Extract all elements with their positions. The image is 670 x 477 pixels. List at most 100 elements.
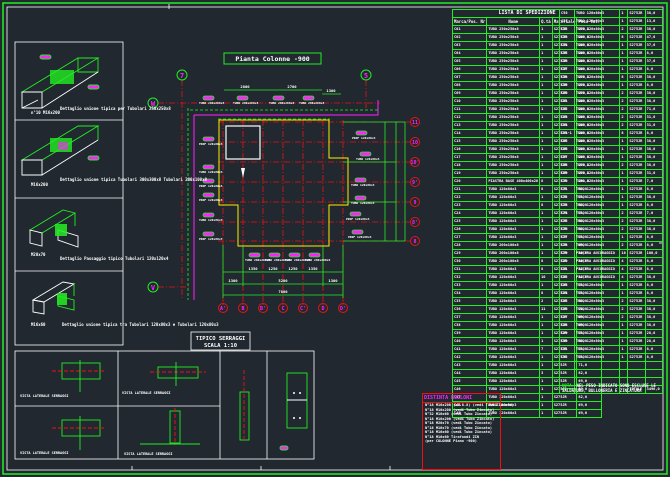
- svg-text:VISTA LATERALE SERRAGGI: VISTA LATERALE SERRAGGI: [124, 452, 172, 456]
- svg-text:Dettaglio unione tipica per Tu: Dettaglio unione tipica per Tubolari 250…: [60, 106, 171, 111]
- table-cell: 2: [619, 97, 629, 106]
- table-cell: 13,0: [644, 17, 664, 26]
- grid-bubble-C: C: [278, 303, 288, 313]
- table-cell: C22: [451, 193, 488, 202]
- table-cell: 37,0: [644, 41, 664, 50]
- grid-bubble-9: 9: [410, 197, 420, 207]
- table-cell: C27: [451, 233, 488, 242]
- table-cell: C05: [451, 57, 488, 66]
- table-cell: TUBO 120x80x3: [486, 201, 541, 210]
- table-cell: TUBO 120x80x3: [486, 281, 541, 290]
- table-cell: TUBO 250x250x8: [486, 25, 541, 34]
- table-cell: C67: [559, 153, 575, 162]
- table-cell: 8,0: [644, 241, 664, 250]
- table-cell: C50: [559, 9, 575, 18]
- grid-bubble-5: 5: [360, 69, 372, 81]
- table-cell: S275JR: [627, 209, 646, 218]
- svg-text:TUBO 200x200x8: TUBO 200x200x8: [233, 101, 258, 105]
- table-cell: 2: [619, 225, 629, 234]
- table-cell: 8,0: [644, 185, 664, 194]
- grid-bubble-D': D': [338, 303, 348, 313]
- table-cell: S275JR: [627, 49, 646, 58]
- table-cell: C91: [559, 345, 575, 354]
- table-cell: C35: [451, 297, 488, 306]
- table-cell: C03: [451, 41, 488, 50]
- table-cell: S275JR: [627, 177, 646, 186]
- table-cell: 38,0: [644, 297, 664, 306]
- table-cell: 1: [539, 73, 553, 82]
- table-cell: C36: [451, 305, 488, 314]
- table-cell: C65: [559, 137, 575, 146]
- grid-bubble-B': B': [258, 303, 268, 313]
- table-cell: TUBO 120x80x3: [573, 225, 621, 234]
- grid-bubble-C': C': [298, 303, 308, 313]
- bolt-line: N°18 M16x200 (vedi Tubo Zincato): [425, 416, 495, 421]
- table-cell: 7: [539, 345, 553, 354]
- table-cell: TUBO 120x80x3: [573, 177, 621, 186]
- table-cell: C45: [451, 377, 488, 386]
- table-cell: 8: [539, 289, 553, 298]
- table-cell: S275JR: [627, 313, 646, 322]
- table-cell: 1: [619, 281, 629, 290]
- table-cell: C23: [451, 201, 488, 210]
- table-cell: C81: [559, 265, 575, 274]
- table-cell: TUBO 120x80x3: [573, 241, 621, 250]
- table-cell: 10: [539, 273, 553, 282]
- table-cell: 2: [539, 297, 553, 306]
- table-cell: C42: [451, 353, 488, 362]
- table-cell: TUBO 250x250x8: [486, 121, 541, 130]
- svg-text:PROF 120x80x3: PROF 120x80x3: [352, 136, 376, 140]
- table-cell: C84: [559, 289, 575, 298]
- table-cell: C18: [451, 161, 488, 170]
- iso-detail-3: [28, 209, 79, 248]
- table-cell: 1: [539, 233, 553, 242]
- svg-text:B': B': [260, 306, 266, 312]
- table-cell: C68: [559, 161, 575, 170]
- table-cell: S275JR: [627, 353, 646, 362]
- table-cell: 8: [539, 185, 553, 194]
- table-cell: 8,0: [644, 289, 664, 298]
- table-cell: 1: [539, 41, 553, 50]
- table-cell: 1: [619, 321, 629, 330]
- bolt-line: N°18 M16x200 (vedi Tubo Zincato): [425, 407, 495, 412]
- table-cell: TUBO 120x80x3: [573, 113, 621, 122]
- table-cell: TUBO 120x80x3: [573, 321, 621, 330]
- svg-text:B: B: [241, 306, 244, 312]
- note-text: NEL PESO INDICATO SONO ESCLUSE LE SALDAT…: [562, 383, 656, 393]
- svg-text:8': 8': [412, 220, 418, 226]
- svg-text:1300: 1300: [328, 278, 338, 283]
- table-cell: 2: [619, 297, 629, 306]
- table-cell: C37: [451, 313, 488, 322]
- table-cell: C51: [559, 17, 575, 26]
- table-cell: 8,0: [644, 129, 664, 138]
- table-cell: TUBO 120x80x3: [486, 345, 541, 354]
- svg-text:M16x60: M16x60: [31, 322, 46, 327]
- table-cell: 11: [539, 305, 553, 314]
- table-cell: TUBO 120x80x3: [573, 337, 621, 346]
- table-cell: 8,0: [644, 49, 664, 58]
- svg-text:TUBO 200x200x8: TUBO 200x200x8: [269, 101, 294, 105]
- secondary-beams: [187, 108, 378, 300]
- table-cell: S275JR: [627, 329, 646, 338]
- table-cell: 2: [619, 113, 629, 122]
- table-cell: 69,0: [576, 401, 603, 410]
- table-cell: C32: [451, 273, 488, 282]
- table-cell: TUBO 120x80x3: [486, 409, 541, 418]
- table-cell: TUBO 120x80x3: [573, 129, 621, 138]
- table-cell: 38,0: [644, 97, 664, 106]
- table-cell: S275JR: [627, 241, 646, 250]
- member-tag: TUBO 120x80x3: [351, 195, 375, 205]
